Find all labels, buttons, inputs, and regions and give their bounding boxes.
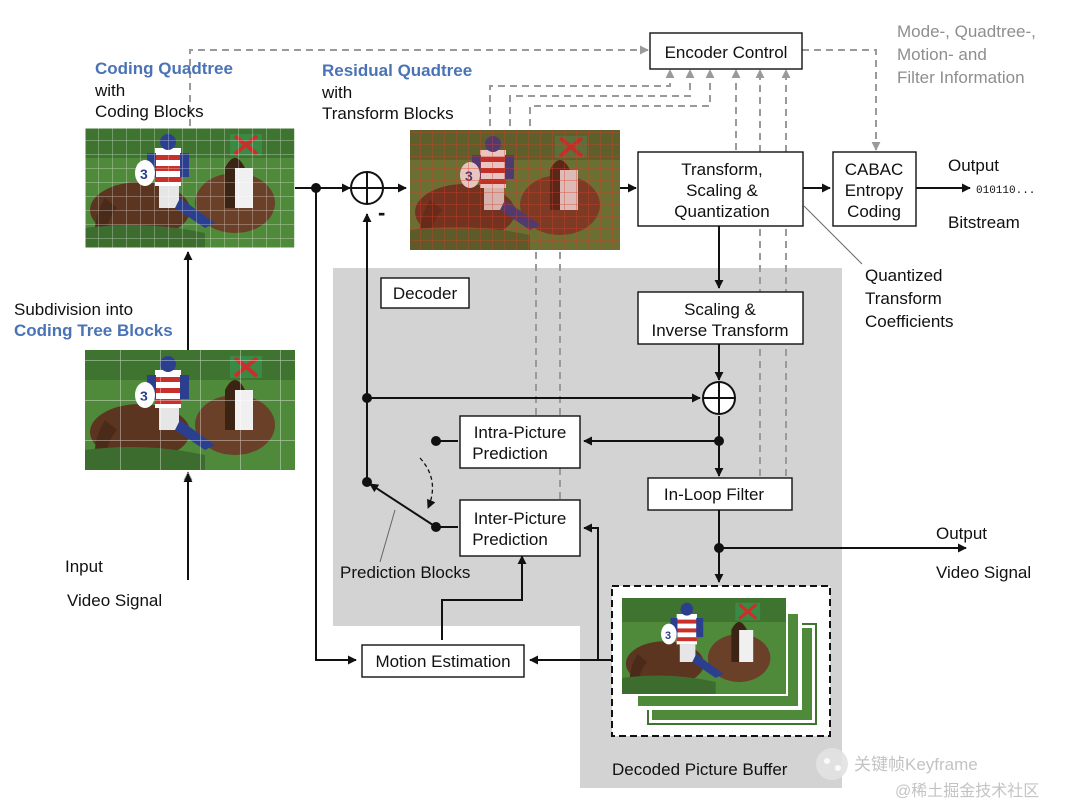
intra-prediction-box xyxy=(459,415,581,469)
decoded-picture-buffer xyxy=(611,585,831,737)
input-label: Input xyxy=(65,557,103,576)
side-info-label-1: Mode-, Quadtree-, xyxy=(897,22,1036,41)
coding-quadtree-image xyxy=(83,126,297,250)
cabac-label-3: Coding xyxy=(847,202,901,221)
minus-sign: - xyxy=(378,200,385,225)
residual-quadtree-image xyxy=(408,128,622,252)
encoder-control-label: Encoder Control xyxy=(665,43,788,62)
residual-quadtree-title: Residual Quadtree xyxy=(322,61,472,80)
residual-quadtree-with: with xyxy=(321,83,352,102)
cabac-box xyxy=(832,151,917,227)
encoder-control-box xyxy=(649,32,803,70)
inter-label-1: Inter-Picture xyxy=(474,509,567,528)
junction-dots xyxy=(311,183,724,553)
watermark: 关键帧Keyframe @稀土掘金技术社区 xyxy=(816,748,1039,800)
quantized-coefficients-label-3: Coefficients xyxy=(865,312,954,331)
coding-quadtree-with: with xyxy=(94,81,125,100)
intra-label-2: Prediction xyxy=(472,444,548,463)
control-lines xyxy=(189,45,881,500)
decoder-label: Decoder xyxy=(393,284,458,303)
inter-prediction-box xyxy=(459,499,581,557)
transform-box xyxy=(637,151,804,227)
bitstream-label: Bitstream xyxy=(948,213,1020,232)
decoded-picture-buffer-label: Decoded Picture Buffer xyxy=(612,760,788,779)
sum-node-residual xyxy=(350,171,384,205)
intra-label-1: Intra-Picture xyxy=(474,423,567,442)
bitstream-bits: 010110... xyxy=(976,185,1035,197)
coding-quadtree-title: Coding Quadtree xyxy=(95,59,233,78)
scaling-label-2: Inverse Transform xyxy=(652,321,789,340)
input-video-signal-label: Video Signal xyxy=(67,591,162,610)
output-video-signal-label: Video Signal xyxy=(936,563,1031,582)
prediction-blocks-label: Prediction Blocks xyxy=(340,563,470,582)
watermark-line-1: 关键帧Keyframe xyxy=(854,755,978,774)
scaling-inverse-box xyxy=(637,291,804,345)
cabac-label-1: CABAC xyxy=(845,160,904,179)
in-loop-filter-box xyxy=(647,477,793,511)
coding-tree-blocks-title: Coding Tree Blocks xyxy=(14,321,173,340)
transform-label-2: Scaling & xyxy=(686,181,758,200)
scaling-label-1: Scaling & xyxy=(684,300,756,319)
coding-blocks-label: Coding Blocks xyxy=(95,102,204,121)
transform-blocks-label: Transform Blocks xyxy=(322,104,454,123)
inter-label-2: Prediction xyxy=(472,530,548,549)
output-bitstream-label: Output xyxy=(948,156,999,175)
motion-estimation-label: Motion Estimation xyxy=(375,652,510,671)
sum-node-reconstruction xyxy=(702,381,736,415)
quantized-coefficients-label-2: Transform xyxy=(865,289,942,308)
side-info-label-3: Filter Information xyxy=(897,68,1025,87)
transform-label-1: Transform, xyxy=(681,160,763,179)
quantized-coefficients-label-1: Quantized xyxy=(865,266,943,285)
in-loop-filter-label: In-Loop Filter xyxy=(664,485,764,504)
decoder-label-box xyxy=(380,277,470,309)
transform-label-3: Quantization xyxy=(674,202,769,221)
watermark-line-2: @稀土掘金技术社区 xyxy=(895,782,1039,800)
motion-estimation-box xyxy=(361,644,525,678)
side-info-label-2: Motion- and xyxy=(897,45,987,64)
subdivision-into-label: Subdivision into xyxy=(14,300,133,319)
cabac-label-2: Entropy xyxy=(845,181,904,200)
output-video-label: Output xyxy=(936,524,987,543)
coding-tree-blocks-image xyxy=(83,348,297,472)
